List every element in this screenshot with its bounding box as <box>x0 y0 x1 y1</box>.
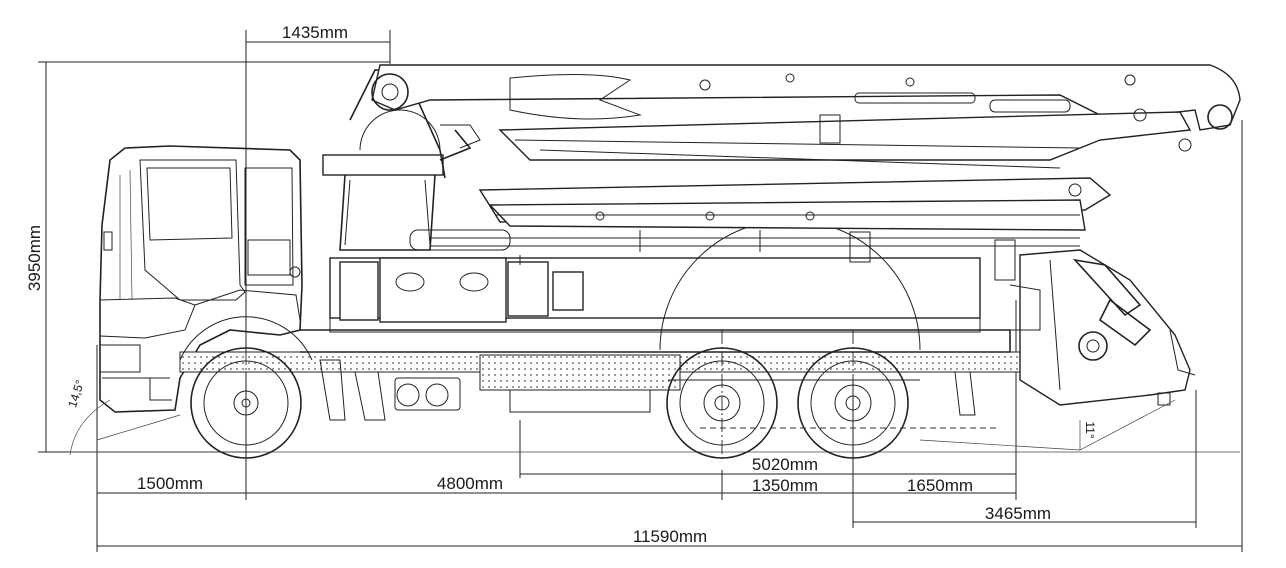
dimension-lines <box>38 30 1243 552</box>
approach-angle-arc <box>69 399 111 456</box>
boom-offset-label: 1435mm <box>282 23 348 42</box>
axle-spacing-label: 1350mm <box>752 476 818 495</box>
delivery-pipe <box>430 230 1080 281</box>
pump-unit <box>1009 249 1196 406</box>
front-overhang-label: 1500mm <box>137 474 203 493</box>
boom-sections <box>371 64 1241 231</box>
dimension-labels: 1435mm 3950mm 1500mm 4800mm 5020mm 1350m… <box>25 23 1097 546</box>
rear-overhang-label: 3465mm <box>985 504 1051 523</box>
chassis-frame <box>179 257 1021 421</box>
overall-height-label: 3950mm <box>25 225 44 291</box>
overall-length-label: 11590mm <box>633 527 707 546</box>
pivot-to-pump-label: 5020mm <box>752 455 818 474</box>
approach-angle-label: 14,5° <box>65 378 87 409</box>
departure-angle-label: 11° <box>1083 421 1097 438</box>
rear-to-outrigger-label: 1650mm <box>907 476 973 495</box>
wheelbase-label: 4800mm <box>437 474 503 493</box>
